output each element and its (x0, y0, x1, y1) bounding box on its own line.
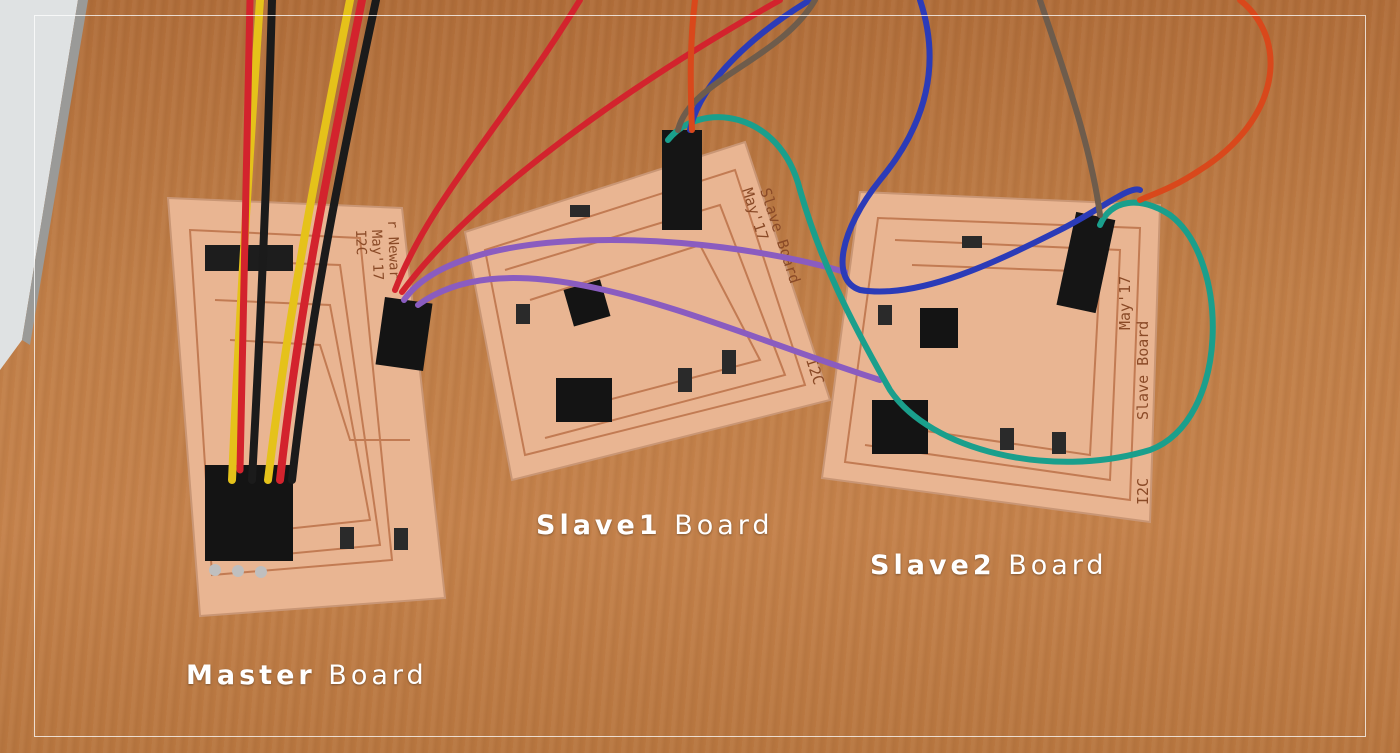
master-smd-resistor-1 (340, 527, 354, 549)
slave2-silkscreen-2: May'17 (1116, 276, 1134, 330)
slave1-board-caption: Slave1 Board (536, 510, 774, 541)
orange-wires (687, 0, 1274, 203)
slave1-connector (662, 130, 702, 230)
master-smd-resistor-2 (394, 528, 408, 550)
slave1-caption-strong: Slave1 (536, 510, 662, 541)
slave2-board: Slave Board May'17 I2C (820, 190, 1162, 524)
blue-wires (687, 0, 1143, 295)
master-caption-light: Board (328, 660, 428, 691)
master-silkscreen-3: r Newar (384, 220, 402, 280)
master-board-caption: Master Board (186, 660, 428, 691)
slave2-caption-strong: Slave2 (870, 550, 996, 581)
master-silkscreen-2: May'17 (368, 230, 386, 281)
laptop-edge-shadow (22, 0, 88, 345)
slave2-header (872, 400, 928, 454)
brown-wires (675, 0, 1103, 218)
master-side-connector (375, 296, 433, 372)
slave2-chip (920, 308, 958, 348)
master-silkscreen-1: I2C (352, 230, 369, 256)
master-header-top (205, 245, 293, 271)
slave2-silkscreen-3: I2C (1134, 478, 1152, 505)
laptop-edge (0, 0, 78, 370)
slave2-connector (1056, 211, 1116, 314)
slave1-header (556, 378, 612, 422)
master-caption-strong: Master (186, 660, 316, 691)
slave1-board: Slave Board May'17 I2C (463, 130, 832, 482)
slave2-board-caption: Slave2 Board (870, 550, 1108, 581)
master-board: I2C May'17 r Newar (166, 196, 447, 618)
master-wires (228, 0, 380, 484)
red-wires (392, 0, 783, 295)
teal-wires (665, 114, 1216, 465)
slave2-silkscreen-1: Slave Board (1134, 321, 1152, 420)
slave1-caption-light: Board (674, 510, 774, 541)
purple-wires (401, 237, 883, 383)
slave2-caption-light: Board (1008, 550, 1108, 581)
